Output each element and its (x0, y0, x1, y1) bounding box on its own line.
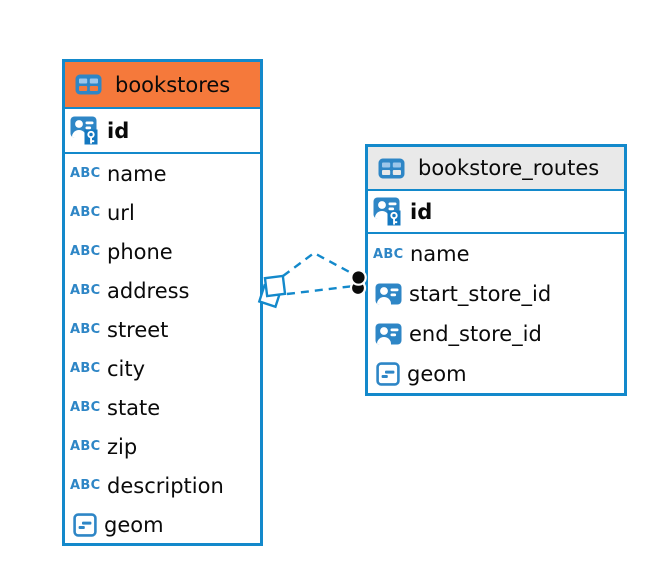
column-name: url (107, 200, 135, 225)
relation-line-end-store[interactable] (286, 284, 355, 296)
text-type-icon: ABC (70, 166, 101, 181)
column-row-phone[interactable]: ABC phone (65, 232, 260, 271)
column-name: geom (407, 362, 467, 386)
relation-diamond-markers (257, 274, 287, 309)
column-row-state[interactable]: ABC state (65, 388, 260, 427)
column-row-start-store-id[interactable]: start_store_id (368, 274, 624, 314)
column-name: phone (107, 239, 173, 264)
text-type-icon: ABC (70, 322, 101, 337)
text-type-icon: ABC (373, 246, 404, 262)
table-icon (378, 158, 405, 179)
column-name: description (107, 473, 224, 498)
column-name: id (410, 199, 433, 224)
column-row-zip[interactable]: ABC zip (65, 427, 260, 466)
table-icon (75, 74, 102, 95)
geometry-type-icon (73, 513, 97, 537)
relation-line-start-store[interactable] (282, 251, 356, 277)
column-row-end-store-id[interactable]: end_store_id (368, 314, 624, 354)
table-header-bookstores[interactable]: bookstores (65, 62, 260, 109)
diamond-marker-front (263, 274, 287, 298)
column-name: state (107, 395, 161, 420)
column-row-id[interactable]: id (65, 109, 260, 154)
text-type-icon: ABC (70, 205, 101, 220)
column-name: name (410, 242, 470, 266)
column-name: geom (104, 512, 164, 537)
column-row-url[interactable]: ABC url (65, 193, 260, 232)
column-name: zip (107, 434, 138, 459)
foreign-key-icon (375, 323, 402, 345)
column-row-address[interactable]: ABC address (65, 271, 260, 310)
column-name: id (107, 118, 130, 143)
column-name: end_store_id (409, 322, 542, 346)
column-row-geom[interactable]: geom (368, 354, 624, 394)
column-row-city[interactable]: ABC city (65, 349, 260, 388)
column-name: address (107, 278, 190, 303)
column-row-description[interactable]: ABC description (65, 466, 260, 505)
column-name: street (107, 317, 169, 342)
text-type-icon: ABC (70, 400, 101, 415)
dot-marker-front (350, 269, 367, 286)
text-type-icon: ABC (70, 478, 101, 493)
table-header-bookstore-routes[interactable]: bookstore_routes (368, 147, 624, 191)
dot-marker-back (349, 279, 367, 297)
primary-key-icon (70, 116, 100, 145)
text-type-icon: ABC (70, 361, 101, 376)
column-name: city (107, 356, 146, 381)
column-row-id[interactable]: id (368, 191, 624, 234)
text-type-icon: ABC (70, 439, 101, 454)
primary-key-icon (373, 197, 403, 226)
foreign-key-icon (375, 283, 402, 305)
column-name: name (107, 161, 167, 186)
table-name: bookstores (115, 72, 231, 97)
relation-dot-markers (349, 269, 367, 297)
text-type-icon: ABC (70, 244, 101, 259)
column-row-name[interactable]: ABC name (65, 154, 260, 193)
text-type-icon: ABC (70, 283, 101, 298)
column-row-street[interactable]: ABC street (65, 310, 260, 349)
column-name: start_store_id (409, 282, 552, 306)
column-row-geom[interactable]: geom (65, 505, 260, 544)
table-bookstores[interactable]: bookstores id ABC name ABC url ABC phone… (62, 59, 263, 546)
table-name: bookstore_routes (418, 156, 600, 180)
geometry-type-icon (376, 362, 400, 386)
column-row-name[interactable]: ABC name (368, 234, 624, 274)
table-bookstore-routes[interactable]: bookstore_routes id ABC name start_store… (365, 144, 627, 396)
